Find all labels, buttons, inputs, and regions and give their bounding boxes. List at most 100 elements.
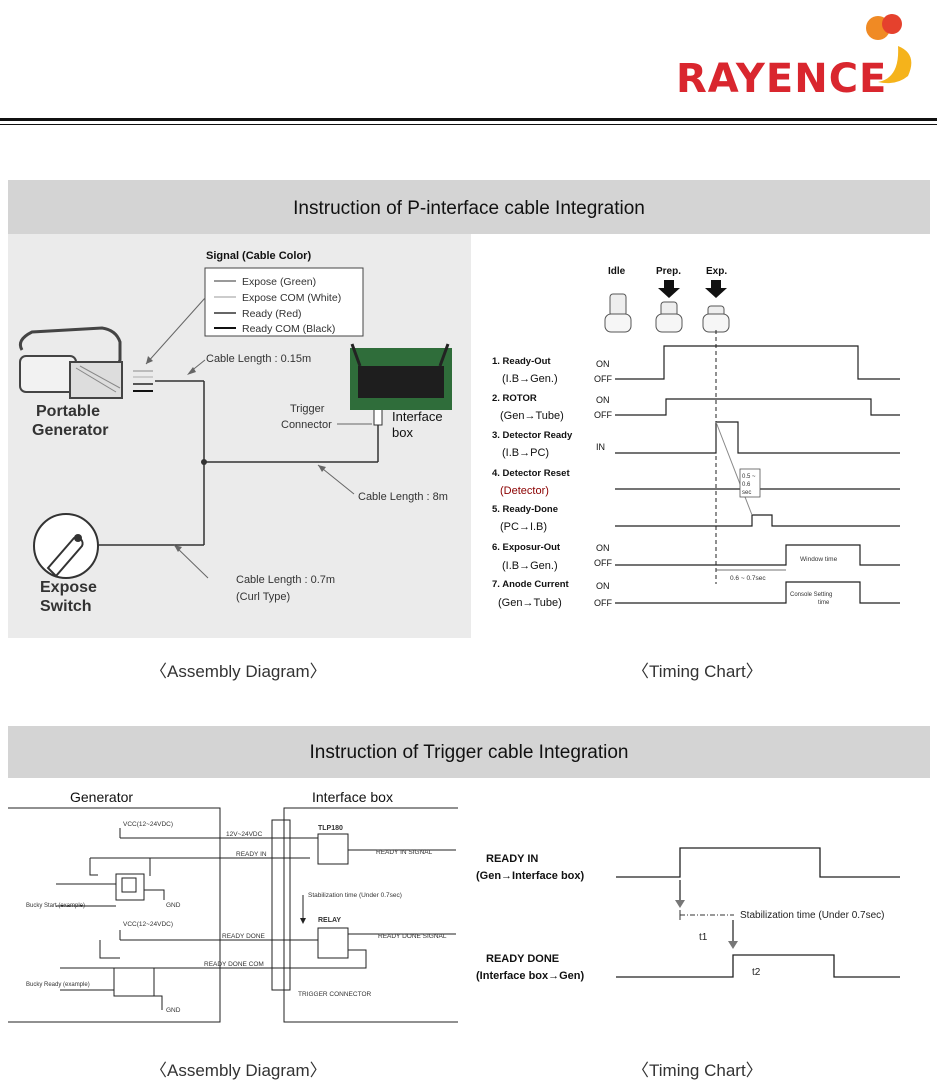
portable-generator-label-1: Portable bbox=[36, 403, 100, 420]
wave-anode-current bbox=[615, 581, 900, 604]
gnd-label-1: GND bbox=[166, 902, 181, 909]
signal-ready-com: Ready COM (Black) bbox=[242, 323, 335, 335]
section1-caption-right: 〈Timing Chart〉 bbox=[632, 662, 763, 681]
section1-title-band: Instruction of P-interface cable Integra… bbox=[8, 180, 930, 234]
row1-label: 1. Ready-Out bbox=[492, 356, 551, 367]
expose-switch-icon bbox=[33, 513, 99, 579]
ready-done-signal-label: READY DONE SIGNAL bbox=[378, 933, 447, 940]
row3-label: 3. Detector Ready bbox=[492, 430, 573, 441]
bucky-ready-label: Bucky Ready (example) bbox=[26, 982, 90, 988]
state-idle: Idle bbox=[608, 266, 626, 277]
row4-label: 4. Detector Reset bbox=[492, 468, 570, 479]
row5-sub: (PC→I.B) bbox=[500, 521, 547, 533]
row2-sub: (Gen→Tube) bbox=[500, 410, 564, 422]
section2-caption-left: 〈Assembly Diagram〉 bbox=[150, 1061, 327, 1080]
wave-detector-ready bbox=[615, 421, 900, 454]
reset-note-3: sec bbox=[742, 490, 751, 496]
console-setting-2: time bbox=[818, 600, 830, 606]
cable-length-8: Cable Length : 8m bbox=[358, 491, 448, 503]
row6-label: 6. Exposur-Out bbox=[492, 542, 561, 553]
vcc-label-1: VCC(12~24VDC) bbox=[123, 821, 173, 828]
ready-in-label: READY IN bbox=[236, 851, 267, 858]
expose-switch-label-1: Expose bbox=[40, 579, 97, 596]
signal-expose-com: Expose COM (White) bbox=[242, 292, 341, 304]
logo-text: RAYENCE bbox=[676, 56, 888, 102]
gnd-label-2: GND bbox=[166, 1007, 181, 1014]
ready-done-com-label: READY DONE COM bbox=[204, 961, 264, 968]
row7-off: OFF bbox=[594, 598, 612, 608]
row7-on: ON bbox=[596, 581, 610, 591]
row6-off: OFF bbox=[594, 558, 612, 568]
section1-caption-left: 〈Assembly Diagram〉 bbox=[150, 662, 327, 681]
tlp180-label: TLP180 bbox=[318, 825, 343, 832]
switch-exp-icon bbox=[702, 280, 730, 333]
ready-in-sub: (Gen→Interface box) bbox=[476, 870, 585, 882]
row1-sub: (I.B→Gen.) bbox=[502, 373, 558, 385]
row5-label: 5. Ready-Done bbox=[492, 504, 558, 515]
interface-box-label: Interface box bbox=[312, 789, 393, 805]
signal-legend-title: Signal (Cable Color) bbox=[206, 250, 311, 262]
row7-label: 7. Anode Current bbox=[492, 579, 570, 590]
signal-legend-box bbox=[204, 267, 364, 337]
header-rule-thick bbox=[0, 118, 937, 121]
relay-label: RELAY bbox=[318, 917, 341, 924]
window-time: Window time bbox=[800, 556, 838, 563]
t2-label: t2 bbox=[752, 967, 761, 978]
expose-switch-label-2: Switch bbox=[40, 598, 92, 615]
ready-in-title: READY IN bbox=[486, 853, 538, 865]
portable-generator-label-2: Generator bbox=[32, 422, 108, 439]
reset-note-1: 0.5 ~ bbox=[742, 474, 756, 480]
wave-rotor bbox=[615, 398, 900, 416]
row1-off: OFF bbox=[594, 374, 612, 384]
delay-note: 0.6 ~ 0.7sec bbox=[730, 575, 766, 582]
state-exp: Exp. bbox=[706, 266, 727, 277]
ready-done-title: READY DONE bbox=[486, 953, 559, 965]
header-rule-thin bbox=[0, 124, 937, 125]
stabilization-time: Stabilization time (Under 0.7sec) bbox=[740, 910, 885, 921]
wave-exposure-out bbox=[615, 544, 900, 566]
ready-done-sub: (Interface box→Gen) bbox=[476, 970, 585, 982]
interface-box-icon bbox=[350, 343, 452, 410]
row6-on: ON bbox=[596, 543, 610, 553]
portable-generator-icon bbox=[18, 326, 123, 399]
row3-sub: (I.B→PC) bbox=[502, 447, 549, 459]
reset-note-2: 0.6 bbox=[742, 482, 751, 488]
bucky-start-label: Bucky Start (example) bbox=[26, 903, 85, 909]
generator-label: Generator bbox=[70, 789, 133, 805]
rayence-logo: RAYENCE bbox=[676, 56, 887, 102]
row3-in: IN bbox=[596, 442, 605, 452]
curl-type: (Curl Type) bbox=[236, 591, 290, 603]
cable-length-07: Cable Length : 0.7m bbox=[236, 574, 335, 586]
row2-off: OFF bbox=[594, 410, 612, 420]
stabilization-label: Stabilization time (Under 0.7sec) bbox=[308, 892, 402, 899]
row6-sub: (I.B→Gen.) bbox=[502, 560, 558, 572]
row2-label: 2. ROTOR bbox=[492, 393, 537, 404]
wave-ready-in bbox=[616, 847, 900, 878]
trigger-connector-label-1: Trigger bbox=[290, 403, 325, 415]
cable-length-015: Cable Length : 0.15m bbox=[206, 353, 311, 365]
trigger-connector-text: TRIGGER CONNECTOR bbox=[298, 991, 371, 998]
ready-in-signal-label: READY IN SIGNAL bbox=[376, 849, 433, 856]
row2-on: ON bbox=[596, 395, 610, 405]
section2-title-band: Instruction of Trigger cable Integration bbox=[8, 726, 930, 778]
trigger-connector-label-2: Connector bbox=[281, 419, 332, 431]
state-prep: Prep. bbox=[656, 266, 681, 277]
interface-box-label-1: Interface bbox=[392, 409, 443, 424]
switch-idle-icon bbox=[604, 293, 632, 333]
switch-prep-icon bbox=[655, 280, 683, 333]
row1-on: ON bbox=[596, 359, 610, 369]
wave-ready-done bbox=[616, 954, 900, 978]
wave-ready-out bbox=[615, 345, 900, 380]
interface-box-label-2: box bbox=[392, 425, 413, 440]
row4-sub: (Detector) bbox=[500, 485, 549, 497]
signal-expose: Expose (Green) bbox=[242, 276, 316, 288]
v12-24-label: 12V~24VDC bbox=[226, 831, 263, 838]
section2-caption-right: 〈Timing Chart〉 bbox=[632, 1061, 763, 1080]
row7-sub: (Gen→Tube) bbox=[498, 597, 562, 609]
signal-ready: Ready (Red) bbox=[242, 308, 302, 320]
section2-title: Instruction of Trigger cable Integration bbox=[309, 742, 629, 763]
